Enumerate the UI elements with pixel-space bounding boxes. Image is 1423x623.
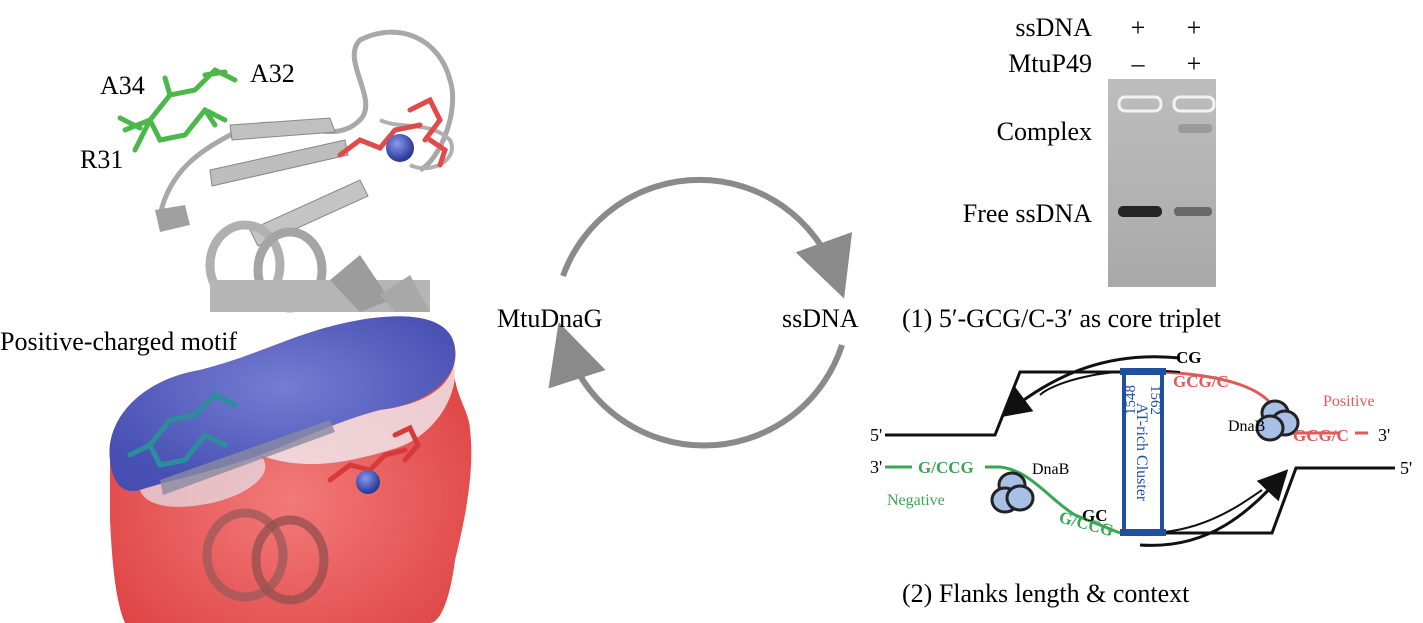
- band-label-free-ssdna: Free ssDNA: [963, 199, 1092, 228]
- motif-title: Positive-charged motif: [0, 327, 237, 356]
- dnab-label-top: DnaB: [1228, 418, 1265, 435]
- cycle-arrows: [548, 176, 853, 449]
- dna-diagram: 5' 3' 3' 5' CG GC GCG/C GCG/C Positive G…: [870, 348, 1412, 547]
- end-label-green-3prime: 3': [870, 457, 882, 477]
- green-seq-left: G/CCG: [918, 458, 974, 477]
- point-2-flanks: (2) Flanks length & context: [902, 579, 1190, 608]
- negative-label: Negative: [887, 492, 945, 509]
- lane1-mtup49-mark: –: [1131, 49, 1146, 78]
- gel-row-label-ssdna: ssDNA: [1015, 13, 1092, 42]
- dnab-helicase-top: [1255, 399, 1300, 442]
- cycle-label-mtudnag: MtuDnaG: [497, 304, 602, 333]
- gel-image: [1108, 79, 1216, 287]
- residue-label-a32: A32: [250, 59, 295, 88]
- lane2-ssdna-mark: +: [1187, 13, 1202, 42]
- electrostatic-surface: [109, 316, 472, 623]
- top-cg-label: CG: [1176, 348, 1202, 367]
- well-lane2: [1172, 95, 1216, 113]
- ribbon-structure: [117, 29, 456, 313]
- cluster-number-1548: 1548: [1123, 385, 1139, 415]
- negative-strand: [985, 465, 1121, 535]
- gel-row-label-mtup49: MtuP49: [1008, 49, 1092, 78]
- bottom-strand: [1160, 466, 1395, 535]
- band-label-complex: Complex: [997, 117, 1092, 146]
- end-label-red-3prime: 3': [1378, 425, 1390, 445]
- lane1-ssdna-mark: +: [1131, 13, 1146, 42]
- cluster-labels: 1562 AT-rich Cluster 1548: [1123, 385, 1163, 502]
- red-seq-right: GCG/C: [1293, 426, 1349, 445]
- cluster-cap-top: [1120, 368, 1166, 375]
- free-band-lane2: [1174, 207, 1212, 216]
- lane2-mtup49-mark: +: [1187, 49, 1202, 78]
- positive-label: Positive: [1323, 393, 1375, 410]
- cluster-cap-bottom: [1120, 529, 1166, 536]
- upper-unwinding-arrow: [1000, 355, 1181, 418]
- top-strand: [885, 370, 1125, 437]
- free-band-lane1: [1118, 206, 1162, 217]
- bottom-gc-label: GC: [1082, 506, 1108, 525]
- point-1-core-triplet: (1) 5′-GCG/C-3′ as core triplet: [902, 304, 1222, 333]
- dnab-label-bottom: DnaB: [1032, 461, 1069, 478]
- gel-panel: ssDNA MtuP49 + – + + Complex Free ssDNA: [963, 13, 1216, 287]
- cluster-number-1562: 1562: [1147, 385, 1163, 415]
- end-label-bottom-5prime: 5': [1400, 458, 1412, 478]
- residue-label-a34: A34: [100, 71, 145, 100]
- complex-band-lane2: [1178, 124, 1212, 133]
- residue-label-r31: R31: [80, 145, 123, 174]
- dnab-helicase-bottom: [990, 471, 1035, 514]
- lower-unwinding-arrow: [1139, 469, 1289, 547]
- cycle-label-ssdna: ssDNA: [782, 304, 859, 333]
- well-lane1: [1117, 95, 1163, 113]
- end-label-top-5prime: 5': [870, 425, 882, 445]
- red-seq-top: GCG/C: [1173, 372, 1229, 391]
- cluster-name: AT-rich Cluster: [1133, 403, 1150, 502]
